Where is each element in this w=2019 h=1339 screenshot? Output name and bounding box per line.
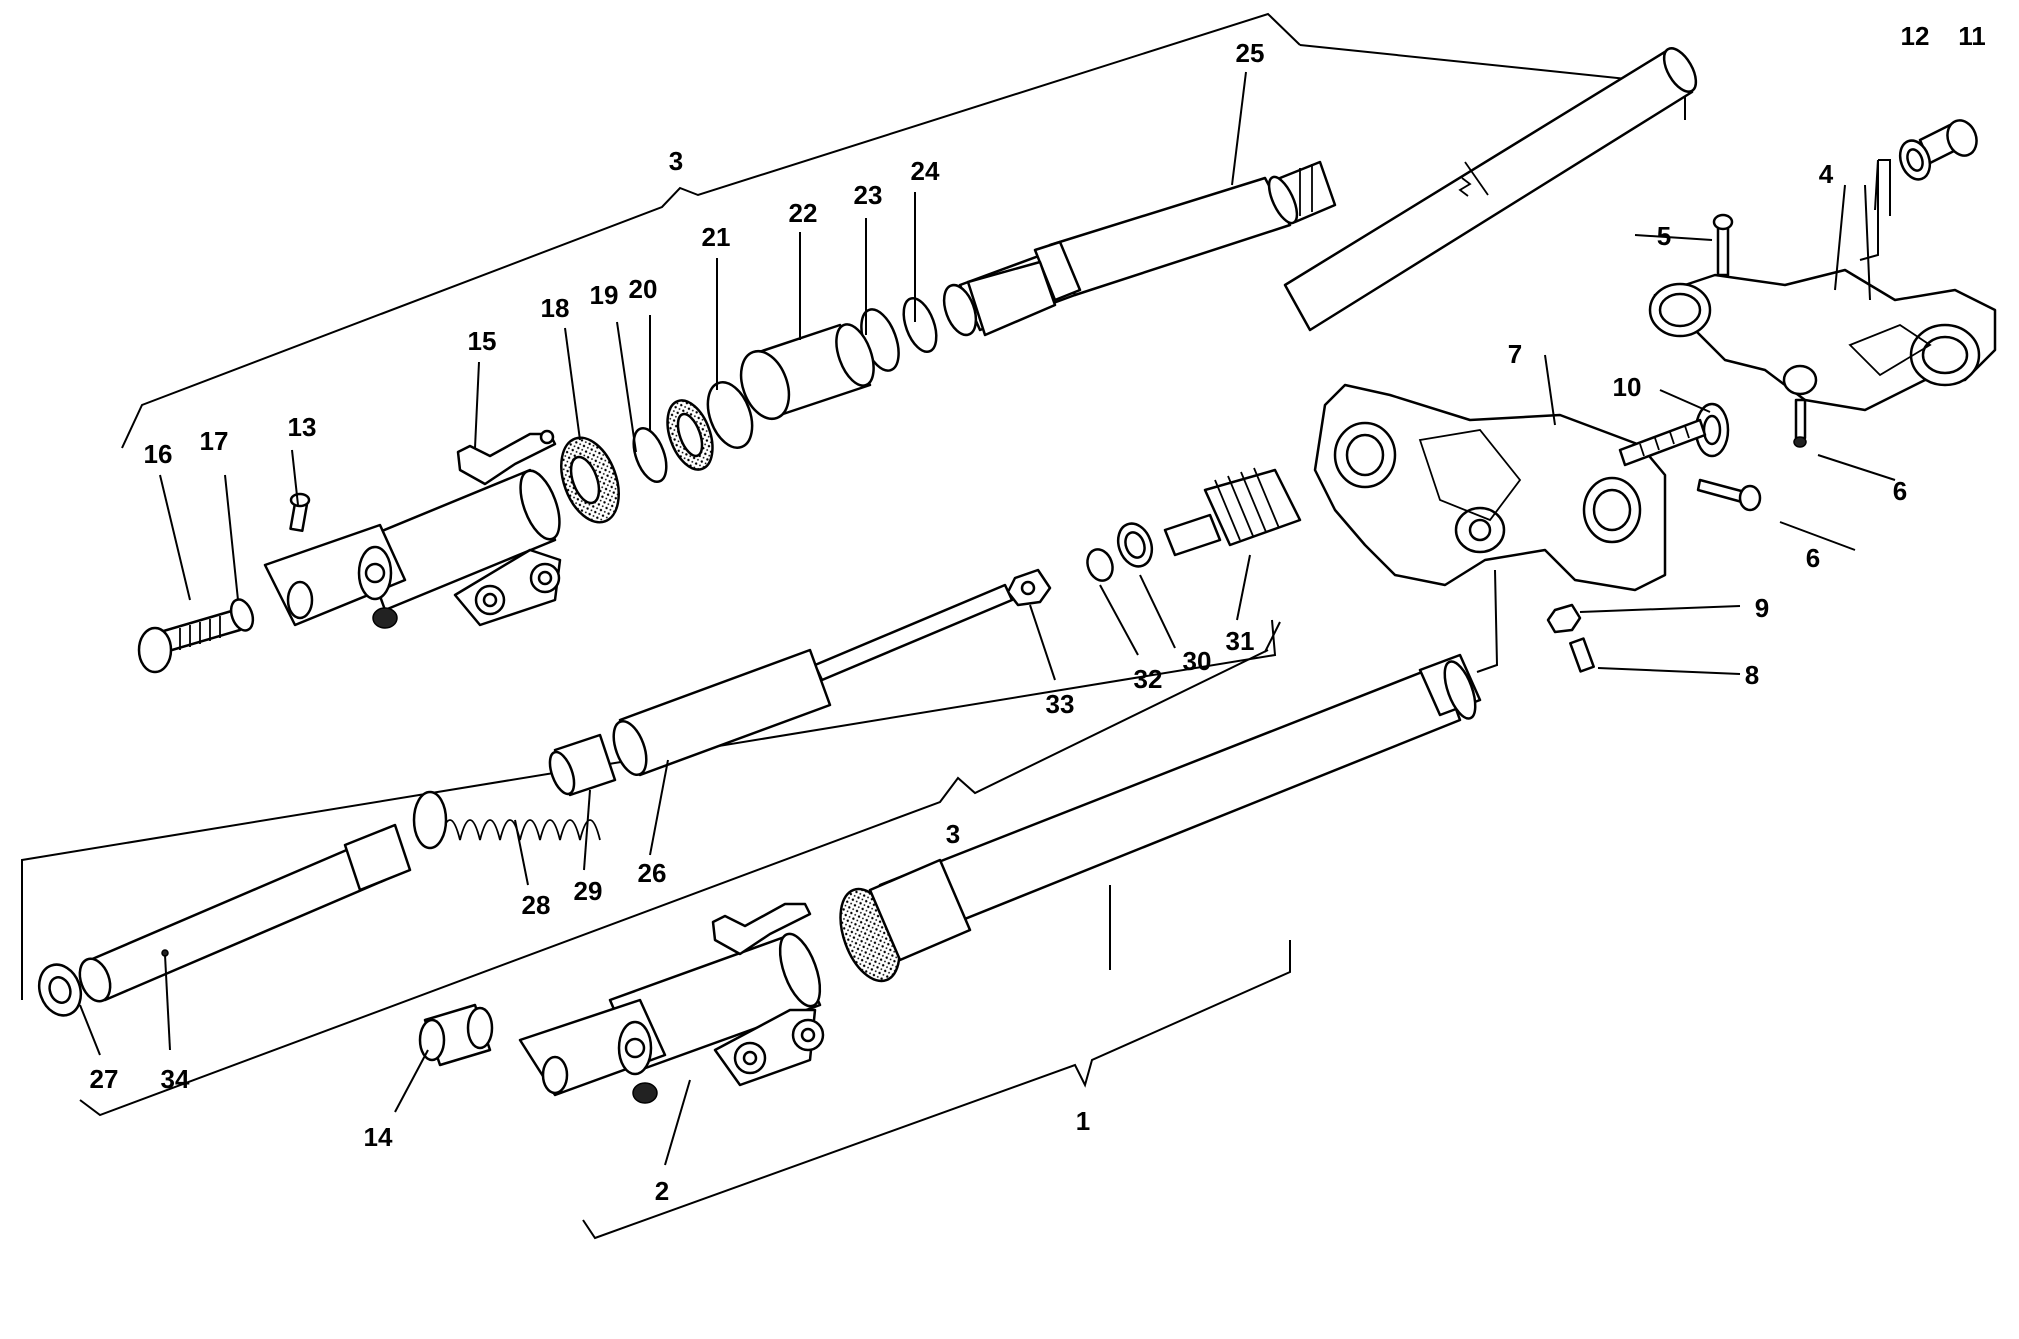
label-7: 7: [1508, 339, 1522, 369]
stem-spindle: [1618, 418, 1707, 467]
rod-upper: [813, 583, 1014, 682]
label-8: 8: [1745, 660, 1759, 690]
damper-31: [1163, 467, 1302, 557]
label-6-upper: 6: [1893, 476, 1907, 506]
label-28: 28: [522, 890, 551, 920]
label-6-lower: 6: [1806, 543, 1820, 573]
slider-upper: [358, 468, 562, 627]
bottom-clamp-7: [1313, 383, 1667, 592]
label-26: 26: [638, 858, 667, 888]
top-clamp-4: [1648, 268, 1997, 412]
label-12: 12: [1901, 21, 1930, 51]
label-31: 31: [1226, 626, 1255, 656]
bracket-1: [582, 569, 1499, 1240]
callout-labels: 1 2 3 3 4 5 6 6 7 8 9 10 11 12 13 14 15 …: [90, 21, 1986, 1206]
label-14: 14: [364, 1122, 393, 1152]
screw-11: [1918, 119, 1978, 165]
washer-32: [1086, 548, 1114, 582]
ring-24: [902, 297, 938, 353]
label-34: 34: [161, 1064, 190, 1094]
washer-12: [1898, 139, 1932, 181]
label-13: 13: [288, 412, 317, 442]
fork-tube-1: [878, 653, 1482, 947]
label-22: 22: [789, 198, 818, 228]
spacer-14: [418, 1003, 494, 1067]
label-1: 1: [1076, 1106, 1090, 1136]
ring-nut-10: [1694, 402, 1730, 458]
label-25: 25: [1236, 38, 1265, 68]
label-2: 2: [655, 1176, 669, 1206]
spacer-24-ring: [942, 260, 1057, 337]
bush-27: [37, 963, 83, 1017]
label-27: 27: [90, 1064, 119, 1094]
piston-29: [548, 733, 617, 797]
label-3-lower: 3: [946, 819, 960, 849]
label-18: 18: [541, 293, 570, 323]
screw-6-lower: [1696, 478, 1762, 512]
seal-18: [560, 436, 620, 524]
label-20: 20: [629, 274, 658, 304]
axle-clamp-upper: [263, 523, 407, 629]
spring-28: [412, 790, 601, 850]
nut-33: [1006, 568, 1052, 607]
bushing-22: [739, 323, 875, 420]
dust-seal-lower: [839, 858, 972, 983]
washer-30: [1116, 522, 1154, 568]
label-10: 10: [1613, 372, 1642, 402]
washer-17: [229, 598, 255, 632]
label-3-upper: 3: [669, 146, 683, 176]
bushing-21: [706, 381, 754, 449]
caliper-bracket-15: [456, 429, 557, 486]
seal-20: [666, 399, 714, 471]
fork-tube-25: [1283, 47, 1698, 332]
label-16: 16: [144, 439, 173, 469]
tube-25-lower: [1048, 160, 1337, 297]
label-4: 4: [1819, 159, 1834, 189]
grub-screw-8: [1569, 637, 1595, 673]
axle-clamp-lower: [518, 998, 667, 1104]
screw-13: [289, 492, 311, 533]
nut-9: [1546, 603, 1582, 634]
label-30: 30: [1183, 646, 1212, 676]
label-23: 23: [854, 180, 883, 210]
tube-26: [612, 648, 832, 777]
label-15: 15: [468, 326, 497, 356]
label-32: 32: [1134, 664, 1163, 694]
label-5: 5: [1657, 221, 1671, 251]
label-9: 9: [1755, 593, 1769, 623]
bracket-assembly-7-4: [1859, 159, 1891, 261]
ring-19: [632, 427, 668, 483]
label-19: 19: [590, 280, 619, 310]
label-33: 33: [1046, 689, 1075, 719]
label-11: 11: [1958, 21, 1986, 51]
leader-lines: [79, 71, 1896, 1166]
label-21: 21: [702, 222, 731, 252]
label-24: 24: [911, 156, 940, 186]
screw-6-upper: [1793, 398, 1807, 448]
screw-5: [1712, 213, 1734, 277]
label-29: 29: [574, 876, 603, 906]
damper-rod-34: [78, 823, 412, 1003]
axle-bolt-16: [137, 608, 242, 674]
label-17: 17: [200, 426, 229, 456]
